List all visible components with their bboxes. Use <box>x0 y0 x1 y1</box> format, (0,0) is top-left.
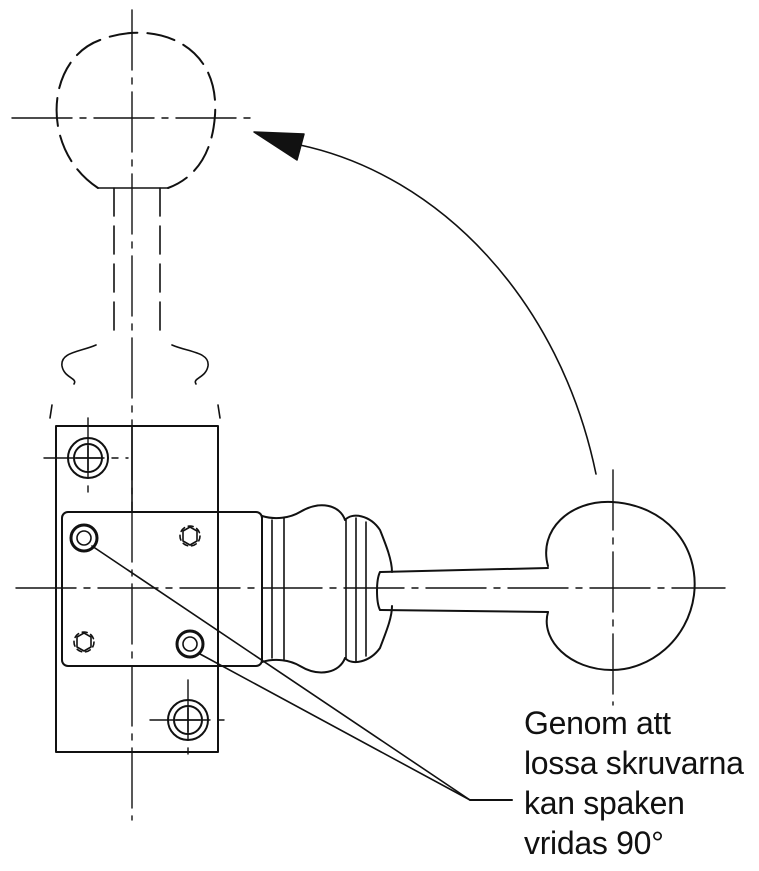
base-bolt-bottom <box>167 699 209 741</box>
caption-line-3: kan spaken <box>524 785 685 821</box>
base-bolt-top <box>67 437 109 479</box>
caption-line-2: lossa skruvarna <box>524 745 744 781</box>
lever-shaft <box>376 567 549 613</box>
arrow-head <box>253 131 305 161</box>
caption-line-4: vridas 90° <box>524 825 664 861</box>
centerlines <box>11 9 726 821</box>
caption-line-1: Genom att <box>524 705 671 741</box>
rotation-arrow <box>253 131 597 475</box>
lever-knob <box>545 500 696 671</box>
ghost-bellows-left <box>61 344 97 385</box>
clamp-screw-hidden-top-right <box>179 525 201 547</box>
bellows-boot <box>261 504 393 674</box>
base-plate <box>55 425 219 753</box>
clamp-screw-top-left <box>69 523 99 553</box>
lever-horizontal <box>376 500 696 671</box>
ghost-knob <box>55 31 217 189</box>
ghost-lever-upright <box>49 31 221 419</box>
clamp-block <box>61 511 263 667</box>
ghost-bellows-right <box>171 344 209 385</box>
clamp-screw-bottom-right <box>175 629 205 659</box>
leader-lines <box>91 545 513 801</box>
clamp-screw-hidden-bottom-left <box>73 631 95 653</box>
mounting-base <box>55 425 263 753</box>
instruction-caption: Genom att lossa skruvarna kan spaken vri… <box>524 703 756 863</box>
